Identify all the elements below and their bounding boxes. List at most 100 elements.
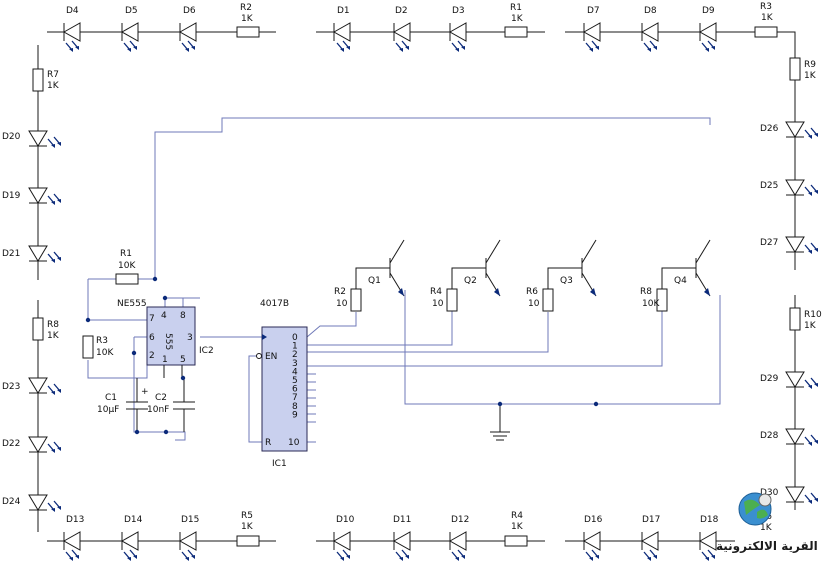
right-led-column-lower: R10 1K D29 D28 D30 (760, 295, 822, 510)
led-label: D22 (2, 439, 20, 449)
watermark-text: القرية الالكترونية (716, 539, 818, 554)
c2-value: 10nF (147, 405, 169, 415)
left-led-column-lower: R8 1K D23 D22 D24 (2, 300, 60, 532)
led-light-arrow-icon (181, 549, 195, 561)
led-label: D18 (700, 515, 719, 525)
led-light-arrow-icon (804, 184, 818, 196)
counter-pin-label: 9 (292, 410, 298, 420)
led-light-arrow-icon (336, 40, 350, 52)
driver-transistor-ref: Q1 (368, 276, 381, 286)
counter-pin-label: 7 (292, 393, 298, 403)
led-light-arrow-icon (123, 40, 137, 52)
led-light-arrow-icon (47, 136, 61, 148)
resistor-value: 1K (511, 14, 524, 24)
led-label: D16 (584, 515, 603, 525)
driver-resistor-ref: R4 (430, 287, 442, 297)
driver-transistor-ref: Q4 (674, 276, 687, 286)
led-emission-arrows (47, 40, 818, 561)
led-light-arrow-icon (47, 383, 61, 395)
led-label: D13 (66, 515, 84, 525)
timer-section: R1 10K R3 10K NE555 555 IC2 7 4 8 6 3 2 … (82, 249, 214, 435)
led-light-arrow-icon (336, 549, 350, 561)
led-light-arrow-icon (47, 441, 61, 453)
led-light-arrow-icon (395, 549, 409, 561)
driver-stage: R8 10K Q4 (640, 239, 711, 312)
ne555-pin: 4 (161, 311, 167, 321)
led-light-arrow-icon (804, 127, 818, 139)
timer-r3-value: 10K (96, 348, 114, 358)
led-label: D27 (760, 238, 778, 248)
led-light-arrow-icon (585, 549, 599, 561)
c1-polarity: + (141, 387, 149, 397)
ne555-ref: IC2 (199, 346, 214, 356)
driver-resistor-ref: R8 (640, 287, 652, 297)
timer-r3-ref: R3 (96, 336, 108, 346)
led-light-arrow-icon (804, 242, 818, 254)
led-light-arrow-icon (643, 40, 657, 52)
driver-resistor-value: 10 (528, 299, 540, 309)
driver-resistor-ref: R6 (526, 287, 538, 297)
ne555-pin: 3 (187, 333, 193, 343)
led-label: D9 (702, 6, 715, 16)
ne555-name: NE555 (117, 299, 147, 309)
led-label: D14 (124, 515, 143, 525)
led-label: D12 (451, 515, 469, 525)
resistor-value: 1K (804, 321, 817, 331)
led-label: D5 (125, 6, 138, 16)
control-wiring (87, 117, 721, 443)
led-light-arrow-icon (804, 377, 818, 389)
led-light-arrow-icon (804, 492, 818, 504)
ne555-pin: 7 (149, 314, 155, 324)
resistor-ref: R9 (804, 60, 816, 70)
counter-pin-label: 1 (292, 342, 298, 352)
driver-transistor-ref: Q3 (560, 276, 573, 286)
resistor-value: 1K (760, 523, 773, 533)
led-label: D23 (2, 382, 20, 392)
led-label: D1 (337, 6, 350, 16)
led-label: D3 (452, 6, 465, 16)
resistor-ref: R1 (510, 3, 522, 13)
top-led-row-mid: D1 D2 D3 R1 1K (316, 3, 545, 42)
driver-resistor-ref: R2 (334, 287, 346, 297)
led-label: D28 (760, 431, 779, 441)
counter-pin-label: 8 (292, 402, 298, 412)
led-label: D21 (2, 249, 20, 259)
ne555-pin: 1 (162, 355, 168, 365)
ne555-pin: 2 (149, 351, 155, 361)
resistor-value: 1K (761, 13, 774, 23)
ne555-body: 555 (163, 333, 173, 350)
led-label: D30 (760, 488, 779, 498)
resistor-value: 1K (511, 522, 524, 532)
counter-pin-label: 4 (292, 367, 298, 377)
c1-value: 10µF (97, 405, 119, 415)
counter-r: R (265, 438, 271, 448)
counter-ref: IC1 (272, 459, 287, 469)
bottom-led-row-right: D16 D17 D18 R6 1K (565, 512, 773, 551)
top-led-row-left: D4 D5 D6 R2 1K (47, 3, 276, 42)
counter-en: EN (265, 352, 277, 362)
led-light-arrow-icon (804, 434, 818, 446)
led-light-arrow-icon (47, 193, 61, 205)
resistor-ref: R10 (804, 310, 822, 320)
led-label: D26 (760, 124, 779, 134)
ne555-pin: 5 (180, 355, 186, 365)
led-light-arrow-icon (181, 40, 195, 52)
led-label: D2 (395, 6, 408, 16)
led-label: D25 (760, 181, 778, 191)
driver-resistor-value: 10 (432, 299, 444, 309)
led-light-arrow-icon (65, 40, 79, 52)
driver-resistor-value: 10K (642, 299, 660, 309)
led-label: D10 (336, 515, 355, 525)
timer-r1-value: 10K (118, 261, 136, 271)
top-led-row-right: D7 D8 D9 R3 1K (565, 2, 796, 44)
resistor-value: 1K (241, 522, 254, 532)
led-label: D20 (2, 132, 21, 142)
bottom-led-row-left: D13 D14 D15 R5 1K (47, 511, 276, 551)
led-light-arrow-icon (643, 549, 657, 561)
counter-pin-label: 5 (292, 376, 298, 386)
counter-carry: 10 (288, 438, 300, 448)
ne555-pin: 6 (149, 333, 155, 343)
